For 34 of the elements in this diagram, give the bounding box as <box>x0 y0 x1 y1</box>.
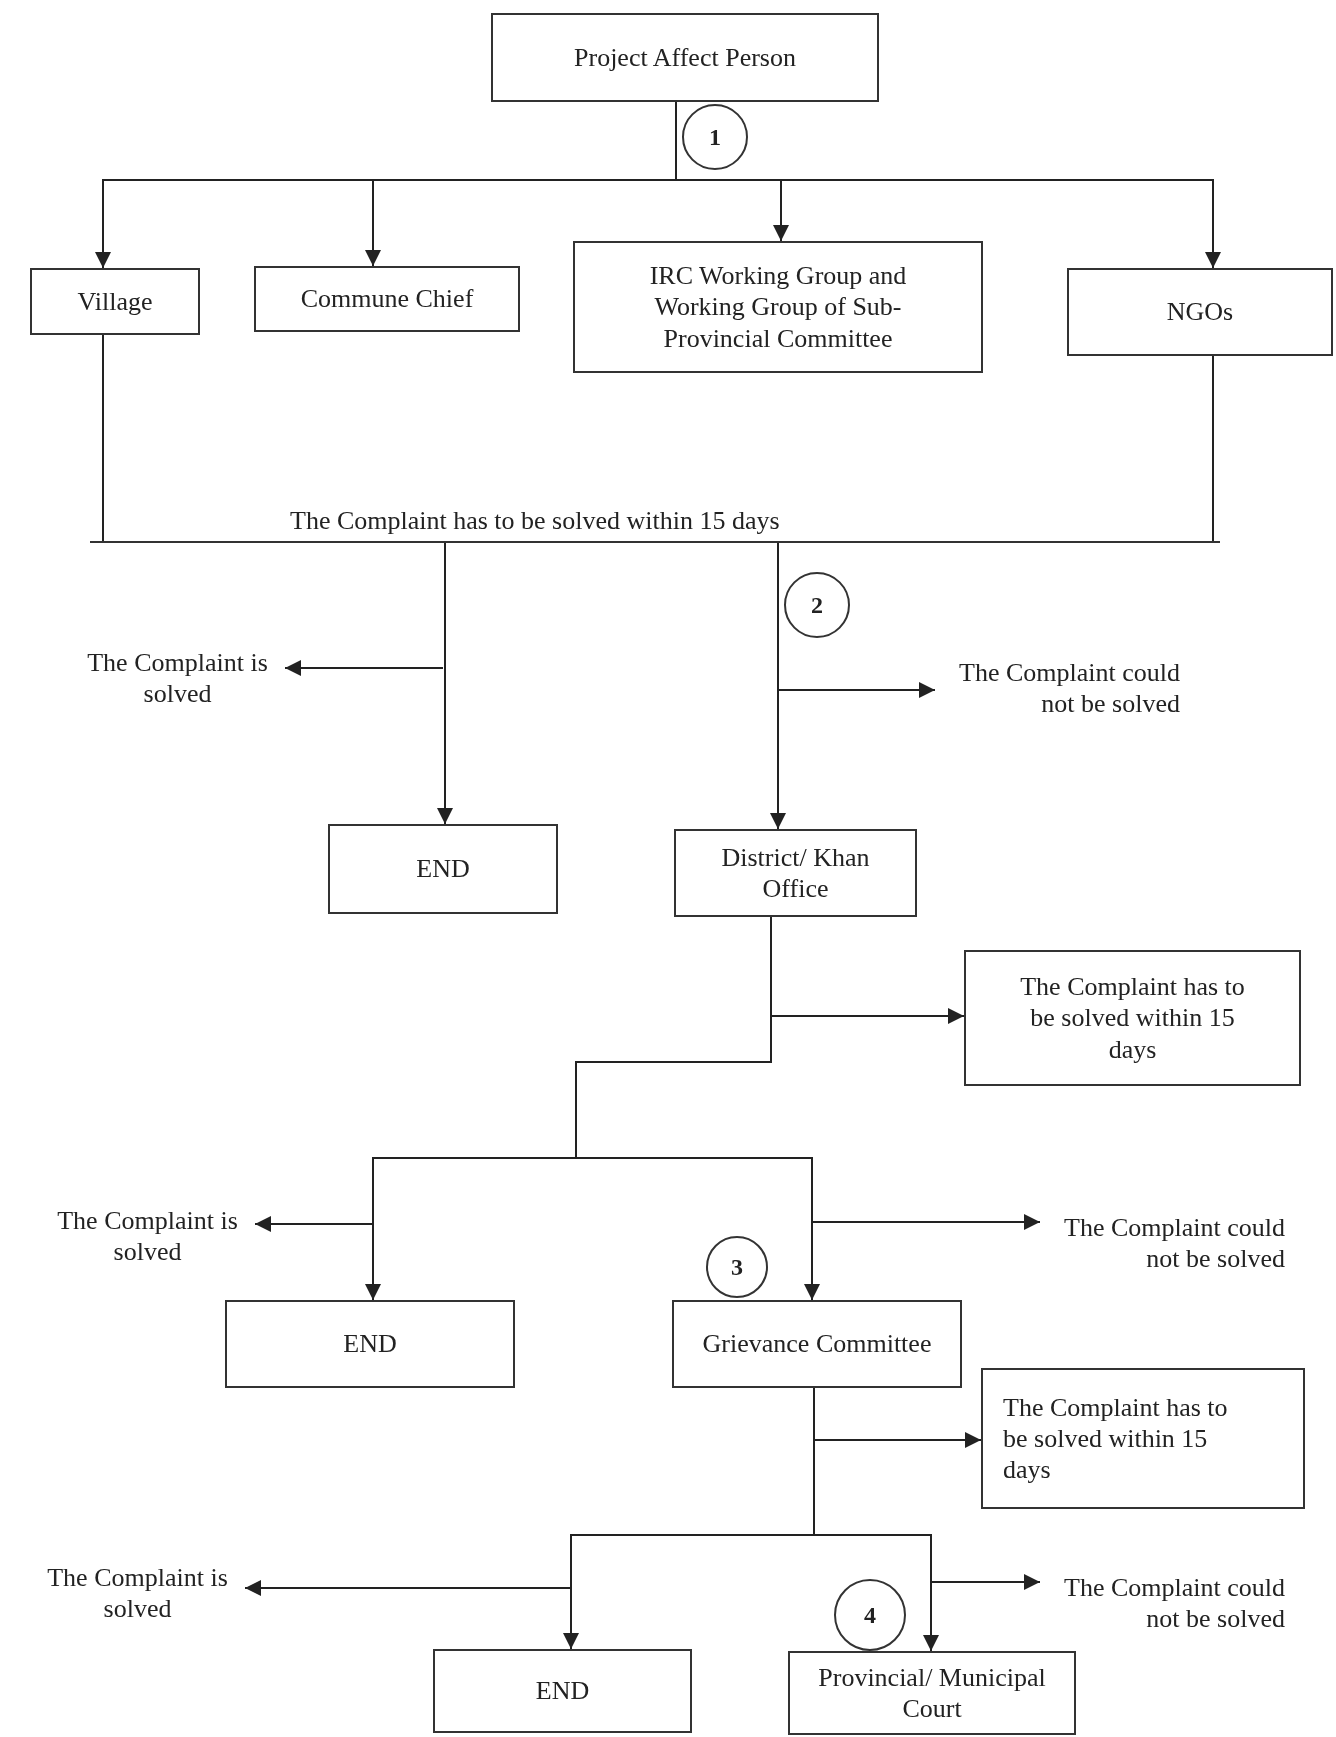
step-number-circle: 1 <box>682 104 748 170</box>
connector <box>770 542 786 830</box>
step-number-circle: 3 <box>706 1236 768 1298</box>
note-text: The Complaint is solved <box>70 640 285 716</box>
arrow <box>930 1574 1041 1590</box>
process-box: Provincial/ Municipal Court <box>788 1651 1076 1735</box>
merge-bar-label: The Complaint has to be solved within 15 days <box>90 505 1220 543</box>
arrow <box>811 1214 1041 1230</box>
process-box: END <box>328 824 558 914</box>
process-box: Project Affect Person <box>491 13 879 102</box>
process-box: IRC Working Group and Working Group of Sub-Provincial Committee <box>573 241 983 373</box>
process-box: END <box>433 1649 692 1733</box>
note-text: The Complaint is solved <box>30 1555 245 1631</box>
note-text: The Complaint could not be solved <box>935 650 1180 726</box>
arrow <box>244 1580 572 1596</box>
process-box: District/ Khan Office <box>674 829 917 917</box>
connector <box>437 542 453 825</box>
note-text: The Complaint could not be solved <box>1040 1205 1285 1281</box>
step-number-circle: 4 <box>834 1579 906 1651</box>
connector <box>1212 355 1214 544</box>
connector <box>102 334 104 544</box>
process-box: Commune Chief <box>254 266 520 332</box>
process-box: The Complaint has to be solved within 15 days <box>964 950 1301 1086</box>
process-box: The Complaint has to be solved within 15 days <box>981 1368 1305 1509</box>
step-number-circle: 2 <box>784 572 850 638</box>
process-box: Village <box>30 268 200 335</box>
process-box: NGOs <box>1067 268 1333 356</box>
note-text: The Complaint could not be solved <box>1040 1565 1285 1641</box>
arrow <box>777 682 936 698</box>
arrow <box>254 1216 374 1232</box>
process-box: END <box>225 1300 515 1388</box>
note-text: The Complaint is solved <box>40 1198 255 1274</box>
arrow <box>284 660 444 676</box>
process-box: Grievance Committee <box>672 1300 962 1388</box>
